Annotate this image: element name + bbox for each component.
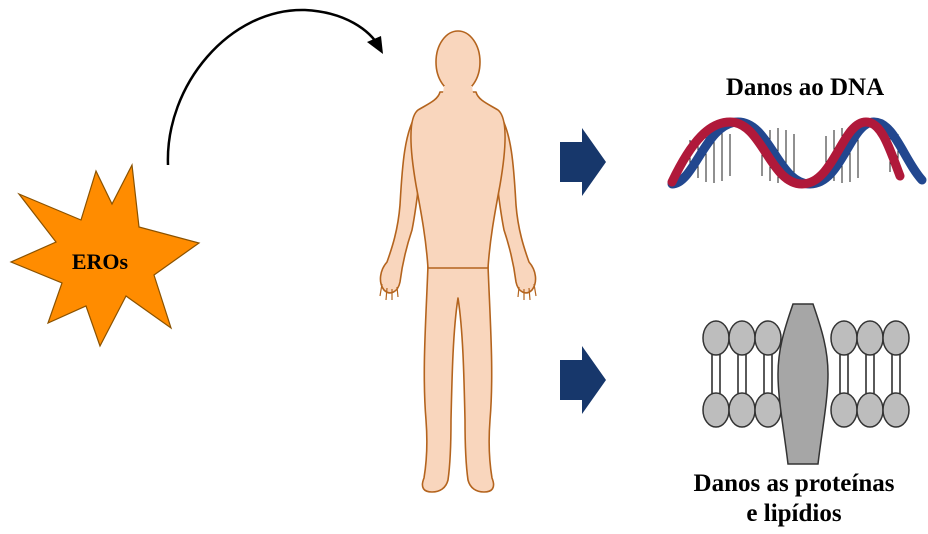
curved-arrow-icon <box>168 10 383 165</box>
block-arrow-icon-top <box>560 128 606 196</box>
protein-lipid-label-line2: e lipídios <box>660 499 928 529</box>
eros-label: EROs <box>40 249 160 275</box>
block-arrow-icon-bottom <box>560 346 606 414</box>
membrane-protein-icon <box>703 304 909 464</box>
protein-lipid-damage-label: Danos as proteínas e lipídios <box>660 469 928 529</box>
dna-helix-icon <box>672 122 922 184</box>
protein-lipid-label-line1: Danos as proteínas <box>660 469 928 499</box>
human-body-icon <box>380 31 536 492</box>
dna-damage-label: Danos ao DNA <box>690 74 920 102</box>
